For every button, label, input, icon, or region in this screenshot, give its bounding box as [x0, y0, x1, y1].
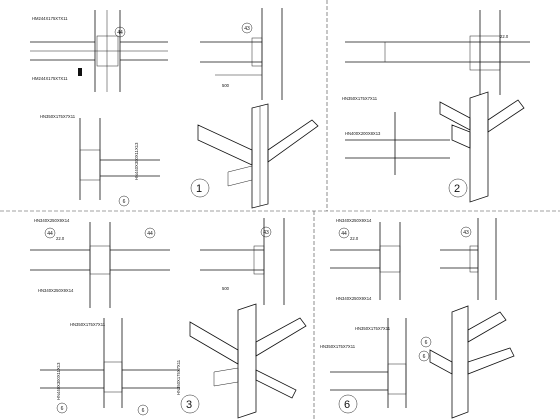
panel-4-detail-b: 43: [440, 218, 497, 300]
svg-text:HN400X200X8X13: HN400X200X8X13: [345, 131, 381, 136]
panel-2-number-circle: [448, 178, 468, 198]
svg-text:22.0: 22.0: [500, 34, 509, 39]
panel-2: 22.0 HN350X175X7X11 HN400X200X8X13 2: [342, 10, 530, 203]
panel-1-detail-c: HN350X175X7X11 HN440X300X11X13 6: [40, 114, 160, 207]
panel-2-number: 2: [454, 183, 460, 195]
svg-text:HN440X300X11X13: HN440X300X11X13: [134, 142, 139, 180]
panel-4-detail-a: HN340X250X9X14 HN340X250X9X14 22.0 44: [330, 218, 401, 301]
panel-1-detail-b: 500 43: [200, 8, 283, 100]
panel-3: HN340X250X9X14 HN340X250X9X14 22.0 44 44…: [30, 218, 307, 419]
svg-text:22.0: 22.0: [350, 236, 359, 241]
svg-text:43: 43: [244, 26, 250, 32]
svg-text:500: 500: [222, 286, 230, 291]
panel-2-isometric: 2: [439, 91, 525, 203]
svg-text:44: 44: [341, 231, 347, 237]
svg-text:6: 6: [142, 408, 145, 414]
bubble-44: [114, 26, 126, 38]
panel-2-detail-b: HN350X175X7X11 HN400X200X8X13: [342, 96, 450, 175]
svg-text:6: 6: [123, 199, 126, 205]
panel-3-isometric: 3: [180, 303, 307, 419]
label-top-beam: HM244X175X7X11: [32, 16, 68, 21]
svg-text:HN350X175X7X11: HN350X175X7X11: [70, 322, 106, 327]
svg-text:22.0: 22.0: [56, 236, 65, 241]
svg-text:HN350X175X7X11: HN350X175X7X11: [320, 344, 356, 349]
panel-3-detail-a: HN340X250X9X14 HN340X250X9X14 22.0 44 44: [30, 218, 170, 308]
svg-text:HN340X250X9X14: HN340X250X9X14: [38, 288, 74, 293]
panel-4-detail-c: HN350X175X7X11 HN350X175X7X11 6 6: [320, 318, 432, 408]
panel-1: HM244X175X7X11 HM244X175X7X11 44 500 43 …: [30, 8, 319, 209]
label-bottom-beam: HM244X175X7X11: [32, 76, 68, 81]
panel-3-detail-c: HN350X175X7X11 HN440X300X11X13 HN350X175…: [40, 318, 181, 416]
panel-1-number: 1: [196, 183, 202, 195]
svg-text:HN340X250X9X14: HN340X250X9X14: [336, 218, 372, 223]
svg-text:HN350X175X7X11: HN350X175X7X11: [176, 359, 181, 395]
svg-text:HN350X175X7X11: HN350X175X7X11: [355, 326, 391, 331]
svg-text:6: 6: [61, 406, 64, 412]
panel-3-number: 3: [186, 399, 192, 411]
panel-4-number: 6: [344, 399, 350, 411]
panel-4-number-circle: [338, 394, 358, 414]
svg-text:HN350X175X7X11: HN350X175X7X11: [40, 114, 76, 119]
svg-text:6: 6: [425, 340, 428, 346]
panel-3-detail-b: 500 43: [200, 218, 285, 305]
svg-text:HN340X250X9X14: HN340X250X9X14: [336, 296, 372, 301]
panel-4: HN340X250X9X14 HN340X250X9X14 22.0 44 43…: [320, 218, 515, 419]
svg-text:43: 43: [263, 230, 269, 236]
panel-1-isometric: 1: [190, 103, 319, 209]
svg-text:HN340X250X9X14: HN340X250X9X14: [34, 218, 70, 223]
svg-text:44: 44: [47, 231, 53, 237]
panel-4-isometric: 6: [338, 305, 515, 419]
svg-text:500: 500: [222, 83, 230, 88]
svg-text:HN350X175X7X11: HN350X175X7X11: [342, 96, 378, 101]
panel-2-detail-a: 22.0: [345, 10, 530, 95]
svg-text:6: 6: [423, 354, 426, 360]
svg-text:44: 44: [117, 30, 123, 36]
svg-text:HN440X300X11X13: HN440X300X11X13: [56, 362, 61, 400]
panel-3-number-circle: [180, 394, 200, 414]
panel-1-detail-a: HM244X175X7X11 HM244X175X7X11 44: [30, 10, 168, 92]
panel-1-number-circle: [190, 178, 210, 198]
svg-text:43: 43: [463, 230, 469, 236]
svg-text:44: 44: [147, 231, 153, 237]
